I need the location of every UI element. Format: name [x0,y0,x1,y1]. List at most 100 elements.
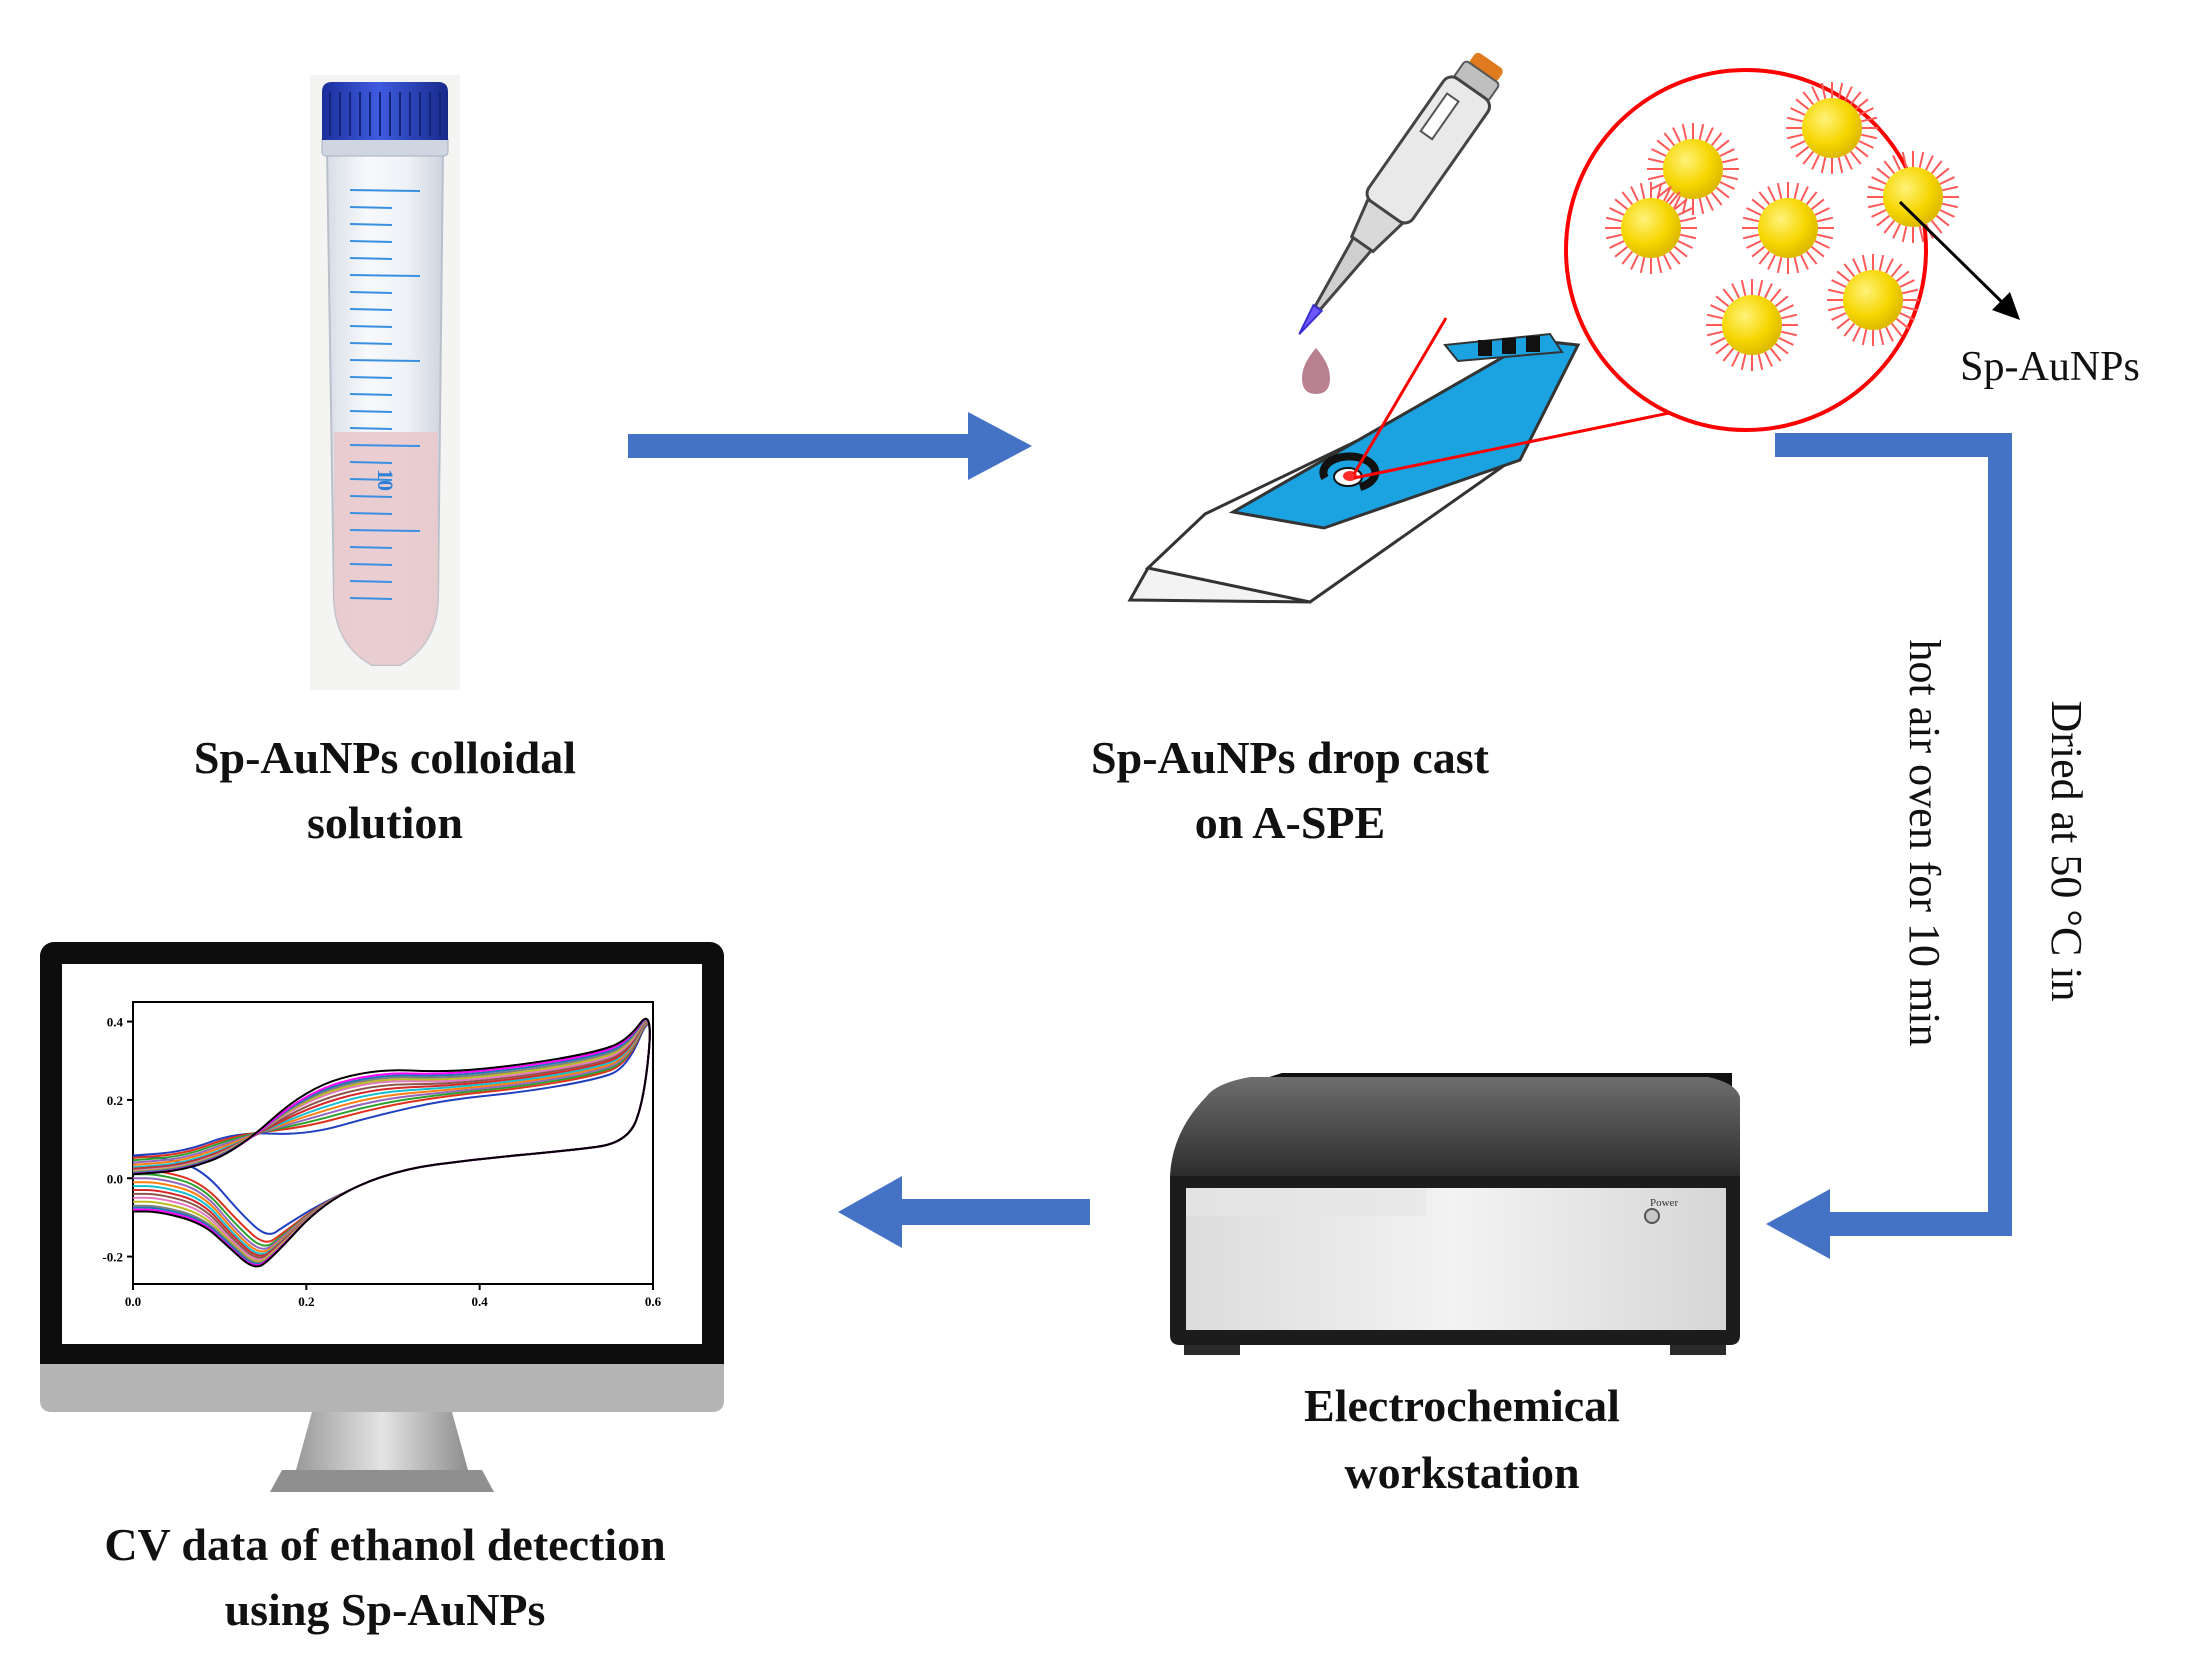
tube-cap-ridges [329,92,441,136]
nanoparticle [1786,82,1878,174]
computer-monitor [40,942,724,1492]
ligand-strand [1820,157,1827,174]
electrode-contact-2 [1502,338,1516,354]
ligand-strand [1673,198,1688,211]
droplet [1302,348,1330,394]
ligand-strand [1837,157,1844,174]
ligand-strand [1837,82,1844,99]
ligand-strand [1710,337,1726,346]
nanoparticle [1827,254,1919,346]
tube-graduation-mark [349,376,393,379]
ligand-strand [1673,245,1688,258]
ligand-strand [1776,257,1783,274]
y-tick-label: 0.2 [107,1093,123,1108]
cv-plot-frame [132,1001,654,1285]
ligand-strand [1605,233,1622,240]
ligand-strand [1651,148,1667,157]
ligand-strand [1800,186,1809,202]
ligand-strand [1861,254,1868,271]
y-tick-label: 0.4 [107,1015,124,1030]
tube-graduation-mark [349,597,393,600]
ligand-strand [1901,151,1908,168]
ligand-strand [1892,223,1901,239]
ligand-strand [1858,107,1874,116]
ligand-strand [1890,263,1903,278]
dropcast-caption-line1: Sp-AuNPs drop cast [1091,732,1490,783]
ligand-strand [1786,116,1803,123]
pipette-display [1419,92,1460,141]
ligand-strand [1805,191,1818,206]
ligand-strand [1663,186,1672,202]
ligand-strand [1715,295,1730,308]
counter-electrode [1319,452,1380,491]
tube-graduation-mark [349,427,393,430]
colloid-caption-line2: solution [307,797,463,848]
x-tick-label: 0.6 [645,1294,662,1309]
gold-core [1802,98,1862,158]
ligand-strand [1849,91,1862,106]
ligand-strand [1764,283,1773,299]
power-button[interactable] [1644,1208,1660,1224]
ligand-strand [1722,174,1739,181]
ligand-strand [1854,145,1869,158]
ligand-strand [1656,139,1671,152]
ligand-strand [1757,354,1764,371]
gold-core [1758,198,1818,258]
ligand-strand [1656,182,1663,199]
ligand-strand [1811,154,1820,170]
gold-core [1663,139,1723,199]
ligand-strand [1899,312,1915,321]
ligand-strand [1861,329,1868,346]
ligand-strand [1731,351,1740,367]
ligand-strand [1705,195,1714,211]
cv-y-axis: 0.4 0.2 0.0 -0.2 [102,1015,133,1265]
electrode-contact-1 [1478,340,1492,356]
ligand-strand [1836,317,1851,330]
ligand-strand [1764,351,1773,367]
label-pointer-line [1898,200,2010,310]
colloid-caption-line1: Sp-AuNPs colloidal [194,732,576,783]
workstation-caption-line2: workstation [1344,1447,1579,1498]
ligand-strand [1672,127,1681,143]
ligand-strand [1776,182,1783,199]
y-tick-label: -0.2 [102,1250,123,1265]
zoom-label: Sp-AuNPs [1960,344,2140,390]
ligand-strand [1758,191,1771,206]
ligand-strand [1858,140,1874,149]
zoom-line-upper [1352,317,1448,475]
ligand-strand [1935,167,1950,180]
ligand-strand [1722,347,1735,362]
ligand-strand [1811,86,1820,102]
ligand-strand [1800,254,1809,270]
ligand-strand [1663,254,1672,270]
pipette-plunger [1469,52,1503,82]
tube-graduations [349,189,421,600]
ligand-strand [1861,133,1878,140]
ligand-strand [1817,216,1834,223]
y-tick-label: 0.0 [107,1171,123,1186]
ligand-strand [1742,216,1759,223]
cv-caption-line1: CV data of ethanol detection [104,1519,665,1570]
ligand-strand [1901,226,1908,243]
ligand-strand [1831,279,1847,288]
ligand-strand [1767,186,1776,202]
ligand-strand [1930,219,1943,234]
tube-graduation-mark [349,359,421,362]
ligand-strand [1778,337,1794,346]
ligand-strand [1861,116,1878,123]
ligand-strand [1715,139,1730,152]
nanoparticle [1742,182,1834,274]
ligand-strand [1769,347,1782,362]
ligand-strand [1680,233,1697,240]
ligand-strand [1885,326,1894,342]
ligand-strand [1802,91,1815,106]
tube-graduation-mark [349,223,393,226]
tube-graduation-mark [349,240,393,243]
tube-graduation-mark [349,495,393,498]
ligand-strand [1740,279,1747,296]
ligand-strand [1883,219,1896,234]
ligand-strand [1867,185,1884,192]
nanoparticle-group [1605,82,1959,371]
